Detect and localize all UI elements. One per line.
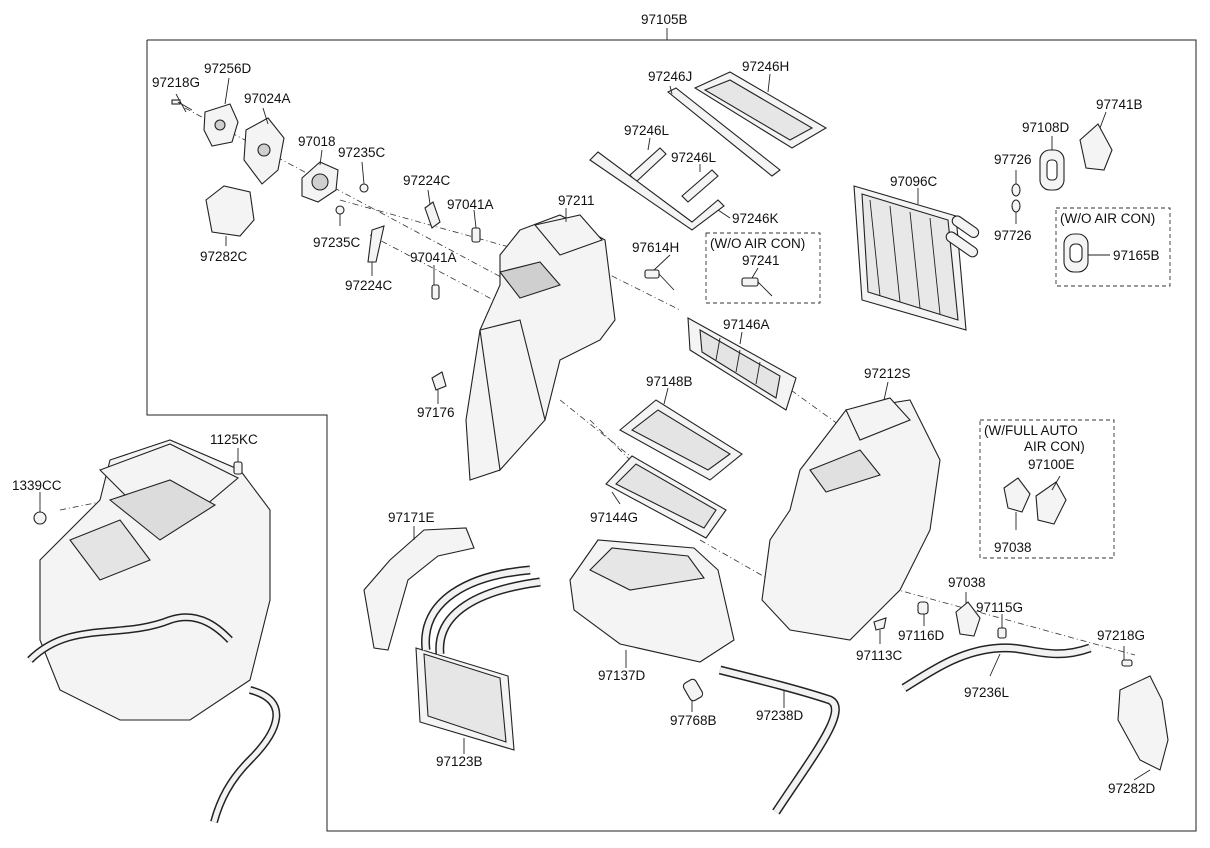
label-97246L-a: 97246L — [624, 123, 670, 138]
label-97105B: 97105B — [641, 12, 688, 27]
label-97024A: 97024A — [244, 91, 291, 106]
screw-97218G-bottom — [1121, 646, 1133, 667]
label-97726-a: 97726 — [994, 152, 1032, 167]
nut-97235C-b — [335, 205, 345, 226]
label-97100E: 97100E — [1028, 457, 1075, 472]
label-97212S: 97212S — [864, 366, 911, 381]
actuator-97256D — [203, 77, 239, 147]
label-97041A-b: 97041A — [410, 250, 457, 265]
seal-97246J — [666, 85, 781, 177]
lever-97224C-b — [367, 225, 385, 276]
label-97218G-top: 97218G — [152, 75, 200, 90]
label-97246J: 97246J — [648, 69, 692, 84]
clip-97113C — [873, 617, 887, 644]
heater-core-97123B — [415, 565, 541, 754]
label-97165B: 97165B — [1113, 248, 1160, 263]
label-97038-a: 97038 — [994, 540, 1032, 555]
pin-97041A-b — [431, 265, 440, 300]
actuator-97018 — [301, 149, 339, 203]
note-wo-air-con-a: (W/O AIR CON) — [710, 236, 805, 251]
clip-97741B — [1079, 111, 1113, 171]
sensor-97116D — [917, 601, 929, 626]
label-1339CC: 1339CC — [12, 478, 62, 493]
label-97726-b: 97726 — [994, 228, 1032, 243]
complete-assembly — [27, 439, 281, 824]
label-97171E: 97171E — [388, 510, 435, 525]
hose-97236L — [901, 643, 1092, 692]
label-97148B: 97148B — [646, 374, 693, 389]
bracket-97171E — [363, 526, 475, 651]
label-97041A-a: 97041A — [447, 197, 494, 212]
label-97256D: 97256D — [204, 61, 252, 76]
lever-97224C-a — [424, 189, 441, 229]
plug-97768B — [682, 678, 704, 712]
label-97246L-b: 97246L — [671, 150, 717, 165]
drain-hose-97238D — [718, 665, 840, 815]
label-97241: 97241 — [742, 253, 780, 268]
label-1125KC: 1125KC — [210, 432, 258, 447]
label-97113C: 97113C — [856, 648, 903, 663]
case-97137D — [569, 539, 735, 668]
label-97768B: 97768B — [670, 713, 717, 728]
seal-97246L-a — [629, 137, 667, 183]
sensor-97614H — [644, 254, 675, 291]
seal-97108D — [1039, 136, 1065, 191]
label-97115G: 97115G — [976, 600, 1023, 615]
label-97235C-a: 97235C — [338, 145, 386, 160]
label-97123B: 97123B — [436, 754, 483, 769]
assembly-frame — [146, 28, 1197, 832]
seal-97246K — [589, 151, 731, 231]
label-97224C-b: 97224C — [345, 278, 393, 293]
label-97116D: 97116D — [898, 628, 945, 643]
wo-air-con-box-a — [705, 232, 821, 304]
evaporator-97096C — [853, 185, 980, 331]
label-97282D: 97282D — [1108, 781, 1156, 796]
callout-labels: 97218G 97256D 97024A 97018 97235C 97224C… — [12, 59, 1160, 796]
label-97038-b: 97038 — [948, 575, 986, 590]
screw-97115G — [997, 614, 1007, 639]
full-auto-box — [979, 419, 1115, 559]
actuator-97024A — [243, 107, 285, 185]
door-97146A — [687, 317, 797, 411]
label-97137D: 97137D — [598, 668, 646, 683]
label-97096C: 97096C — [890, 174, 938, 189]
seal-97246L-b — [681, 164, 719, 203]
label-97218G-bottom: 97218G — [1097, 628, 1145, 643]
duct-97282D — [1117, 675, 1169, 781]
label-97211: 97211 — [558, 193, 595, 208]
label-97741B: 97741B — [1096, 97, 1143, 112]
motor-97282C — [205, 185, 255, 246]
upper-case-97211 — [465, 208, 616, 481]
actuator-97038 — [955, 592, 981, 637]
label-97238D: 97238D — [756, 708, 804, 723]
label-97282C: 97282C — [200, 249, 248, 264]
label-97246K: 97246K — [732, 211, 779, 226]
label-97614H: 97614H — [632, 240, 679, 255]
screw-97218G-top — [171, 93, 193, 113]
note-full-auto-line1: (W/FULL AUTO — [984, 423, 1078, 438]
clip-97176 — [431, 371, 447, 404]
label-97108D: 97108D — [1022, 120, 1070, 135]
label-97146A: 97146A — [723, 317, 770, 332]
oring-97726 — [1011, 170, 1021, 224]
nut-1339CC — [33, 492, 47, 525]
note-wo-air-con-b: (W/O AIR CON) — [1060, 211, 1155, 226]
screw-1125KC — [233, 448, 243, 475]
door-97148B — [619, 387, 743, 481]
door-97144G — [605, 455, 727, 539]
pin-97041A-a — [471, 209, 481, 243]
label-97224C-a: 97224C — [403, 173, 451, 188]
wo-air-con-box-b — [1055, 207, 1171, 287]
label-97235C-b: 97235C — [313, 235, 361, 250]
nut-97235C-a — [359, 161, 369, 193]
label-97144G: 97144G — [590, 510, 638, 525]
label-97246H: 97246H — [742, 59, 789, 74]
label-97018: 97018 — [298, 134, 336, 149]
lower-case-97212S — [761, 381, 941, 641]
label-97176: 97176 — [417, 405, 455, 420]
note-full-auto-line2: AIR CON) — [1024, 439, 1085, 454]
label-97236L: 97236L — [964, 685, 1010, 700]
filter-97246H — [693, 71, 828, 149]
